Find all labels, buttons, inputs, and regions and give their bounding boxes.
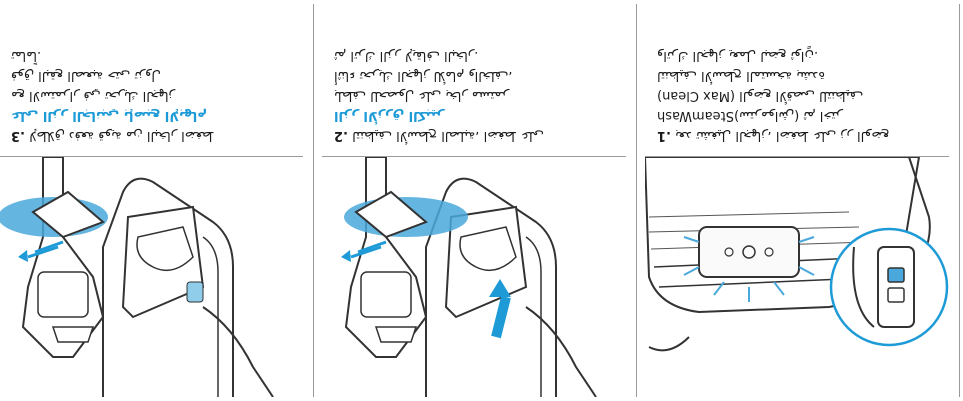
step-text-line: SteamWash(سترمواش) ثم اختر <box>657 105 943 125</box>
step-text-line: بلطف للحصول على بخار مستمر <box>334 85 620 105</box>
step-3-illustration <box>0 156 303 397</box>
step-text-line: أثناء تحريك الجهاز للأمام والخلف، <box>334 65 620 85</box>
step-text-line: مع الاستمرار في تحريك الجهاز <box>11 85 297 105</box>
step-2-illustration <box>322 156 626 397</box>
step-text-line: لتنظيف الأسطح المتسخة بشدة <box>657 65 943 85</box>
step-number: 3. <box>11 128 25 143</box>
step-1-text: 1. بعد تشغيل الجهاز، اضغط على زر الوضع S… <box>657 8 943 145</box>
step-1-panel: 1. بعد تشغيل الجهاز، اضغط على زر الوضع S… <box>645 4 960 397</box>
step-2-panel: 2. لتنظيف الأسطح الصلبة، اضغط على الزر ا… <box>322 4 637 397</box>
step-text-highlight: الزر الأزرق الكبير <box>334 105 620 125</box>
step-text-line: تماماً. <box>11 45 297 65</box>
step-text-line: (Max Clean) الوضع الأقصى للتنظيف <box>657 85 943 105</box>
step-3-text: 3. لإطلاق دفعة قوية من البخار اضغط على ا… <box>11 8 297 145</box>
step-3-panel: 3. لإطلاق دفعة قوية من البخار اضغط على ا… <box>0 4 314 397</box>
step-number: 2. <box>334 128 348 143</box>
step-text-highlight: على الزر الجانبي بإصبع الإبهام <box>11 105 297 125</box>
step-number: 1. <box>657 128 671 143</box>
step-2-text: 2. لتنظيف الأسطح الصلبة، اضغط على الزر ا… <box>334 8 620 145</box>
step-text-line: لتنظيف الأسطح الصلبة، اضغط على <box>352 128 544 143</box>
step-text-line: واترك الجهاز يعمل لبضع ثوانٍ. <box>657 45 943 65</box>
step-text-line: ثم اترك الزر لإيقاف البخار. <box>334 45 620 65</box>
step-text-line: فوق البقع الصعبة حتى تزول <box>11 65 297 85</box>
step-text-line: لإطلاق دفعة قوية من البخار اضغط <box>29 128 214 143</box>
step-text-line: بعد تشغيل الجهاز، اضغط على زر الوضع <box>675 128 889 143</box>
step-1-illustration <box>645 156 949 397</box>
